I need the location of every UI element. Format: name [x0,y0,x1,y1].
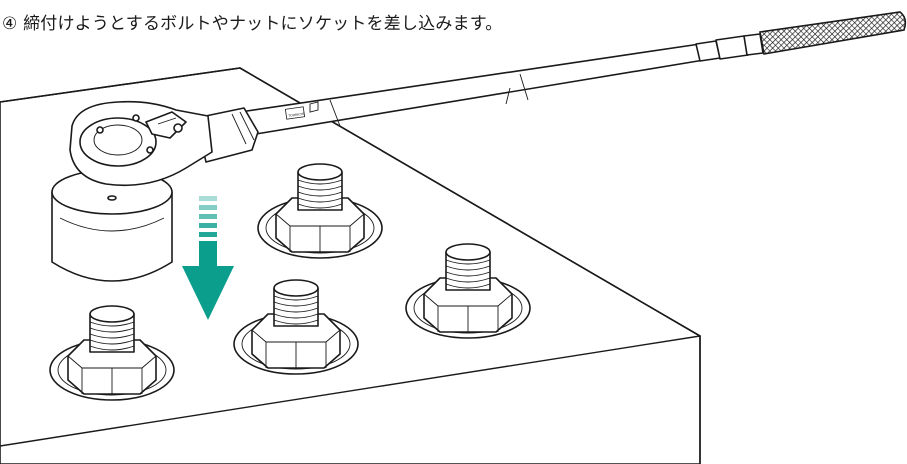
step-number: ④ [2,14,18,34]
wrench-marking: TOHNICHI [287,112,304,118]
bolt-nut-2 [405,243,531,339]
bolt-nut-3 [233,279,359,375]
bolt-nut-1 [257,163,383,259]
bolt-nut-4 [49,305,175,401]
down-arrow-icon [182,196,234,320]
ratchet-head [51,100,213,282]
step-caption: ④ 締付けようとするボルトやナットにソケットを差し込みます。 [2,9,502,34]
step-text: 締付けようとするボルトやナットにソケットを差し込みます。 [23,14,503,34]
